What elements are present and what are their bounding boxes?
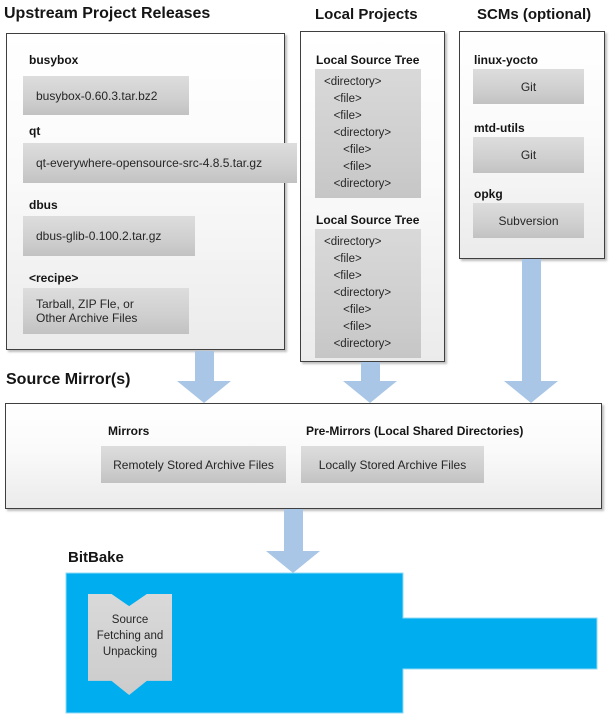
arrow-shaft: [283, 509, 303, 551]
upstream-title: Upstream Project Releases: [4, 5, 211, 22]
arrow-head: [343, 381, 397, 403]
local-source-tree-label: Local Source Tree: [316, 53, 420, 67]
archive-box-busybox: busybox-0.60.3.tar.bz2: [23, 76, 189, 115]
scm-tool-box: Git: [473, 137, 584, 173]
arrow-head: [177, 381, 231, 403]
down-arrow-scms-to-mirrors: [504, 259, 558, 403]
scm-label-linux-yocto: linux-yocto: [474, 53, 539, 67]
local-projects-panel: Local Source Tree <directory> <file> <fi…: [300, 31, 445, 362]
archive-box-qt: qt-everywhere-opensource-src-4.8.5.tar.g…: [23, 143, 297, 183]
mirrors-label: Mirrors: [108, 424, 150, 438]
archive-box-recipe: Tarball, ZIP Fle, or Other Archive Files: [23, 288, 189, 334]
package-label-recipe: <recipe>: [29, 271, 79, 285]
arrow-head: [266, 551, 320, 573]
scm-label-opkg: opkg: [474, 187, 503, 201]
down-arrow-local-to-mirrors: [343, 362, 397, 403]
package-label-busybox: busybox: [29, 53, 79, 67]
arrow-shaft: [521, 259, 541, 381]
scms-panel: linux-yocto Git mtd-utils Git opkg Subve…: [459, 31, 605, 259]
source-tree-listing: <directory> <file> <file> <directory> <f…: [315, 229, 421, 358]
scms-title: SCMs (optional): [477, 6, 592, 23]
local-projects-title: Local Projects: [315, 6, 418, 23]
arrow-shaft: [194, 351, 214, 381]
arrow-shaft: [360, 362, 380, 381]
scm-tool-box: Git: [473, 69, 584, 104]
source-fetching-banner: Source Fetching and Unpacking: [88, 594, 172, 695]
bitbake-title: BitBake: [68, 549, 124, 566]
pre-mirrors-label: Pre-Mirrors (Local Shared Directories): [306, 424, 524, 438]
package-label-dbus: dbus: [29, 198, 58, 212]
arrow-head: [504, 381, 558, 403]
scm-label-mtd-utils: mtd-utils: [474, 121, 525, 135]
bitbake-process-shape: [65, 572, 598, 714]
pre-mirrors-box: Locally Stored Archive Files: [301, 446, 484, 483]
source-mirrors-title: Source Mirror(s): [6, 371, 131, 388]
down-arrow-mirrors-to-bitbake: [266, 509, 320, 573]
mirrors-box: Remotely Stored Archive Files: [101, 446, 286, 483]
package-label-qt: qt: [29, 124, 41, 138]
local-source-tree-label: Local Source Tree: [316, 213, 420, 227]
archive-box-dbus: dbus-glib-0.100.2.tar.gz: [23, 216, 195, 256]
source-tree-listing: <directory> <file> <file> <directory> <f…: [315, 69, 421, 198]
upstream-panel: busybox busybox-0.60.3.tar.bz2 qt qt-eve…: [6, 33, 297, 350]
source-mirrors-panel: Mirrors Remotely Stored Archive Files Pr…: [5, 403, 602, 509]
down-arrow-upstream-to-mirrors: [177, 351, 231, 403]
scm-tool-box: Subversion: [473, 203, 584, 238]
